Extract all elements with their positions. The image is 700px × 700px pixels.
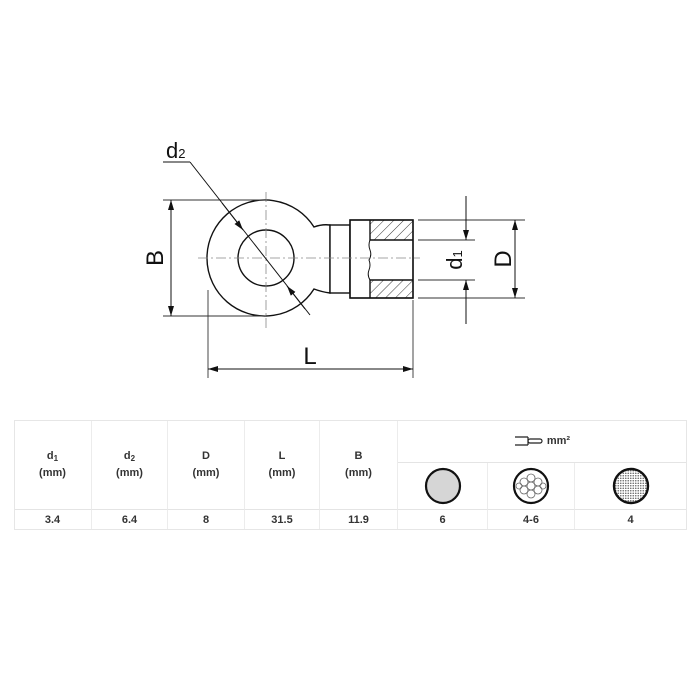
value-B: 11.9 [320, 510, 398, 530]
value-wire-solid: 6 [398, 510, 488, 530]
header-L: L (mm) [245, 420, 320, 510]
value-wire-stranded: 4-6 [488, 510, 575, 530]
header-d1: d1 (mm) [14, 420, 92, 510]
label-D: D [490, 250, 517, 267]
wire-type-solid [398, 463, 488, 510]
collar [329, 224, 351, 294]
wire-unit: mm² [546, 435, 571, 447]
label-d1: d1 [442, 250, 467, 269]
header-B: B (mm) [320, 420, 398, 510]
stranded-conductor-icon [512, 467, 550, 505]
wire-icon [514, 436, 543, 446]
value-d1: 3.4 [14, 510, 92, 530]
label-L: L [303, 343, 316, 370]
spec-table: d1 (mm) d2 (mm) D (mm) L (mm) B (mm) mm² [14, 420, 687, 530]
value-wire-fine-stranded: 4 [575, 510, 687, 530]
header-D: D (mm) [168, 420, 245, 510]
ring-terminal-drawing: d2 B L d1 D [142, 138, 525, 378]
wire-type-stranded [488, 463, 575, 510]
value-L: 31.5 [245, 510, 320, 530]
header-wire-cross-section: mm² [398, 420, 687, 463]
label-d2: d2 [166, 138, 185, 163]
solid-conductor-icon [424, 467, 461, 505]
value-D: 8 [168, 510, 245, 530]
wire-type-fine-stranded [575, 463, 687, 510]
header-d2: d2 (mm) [92, 420, 168, 510]
value-d2: 6.4 [92, 510, 168, 530]
fine-stranded-conductor-icon [612, 467, 649, 505]
label-B: B [142, 250, 169, 266]
